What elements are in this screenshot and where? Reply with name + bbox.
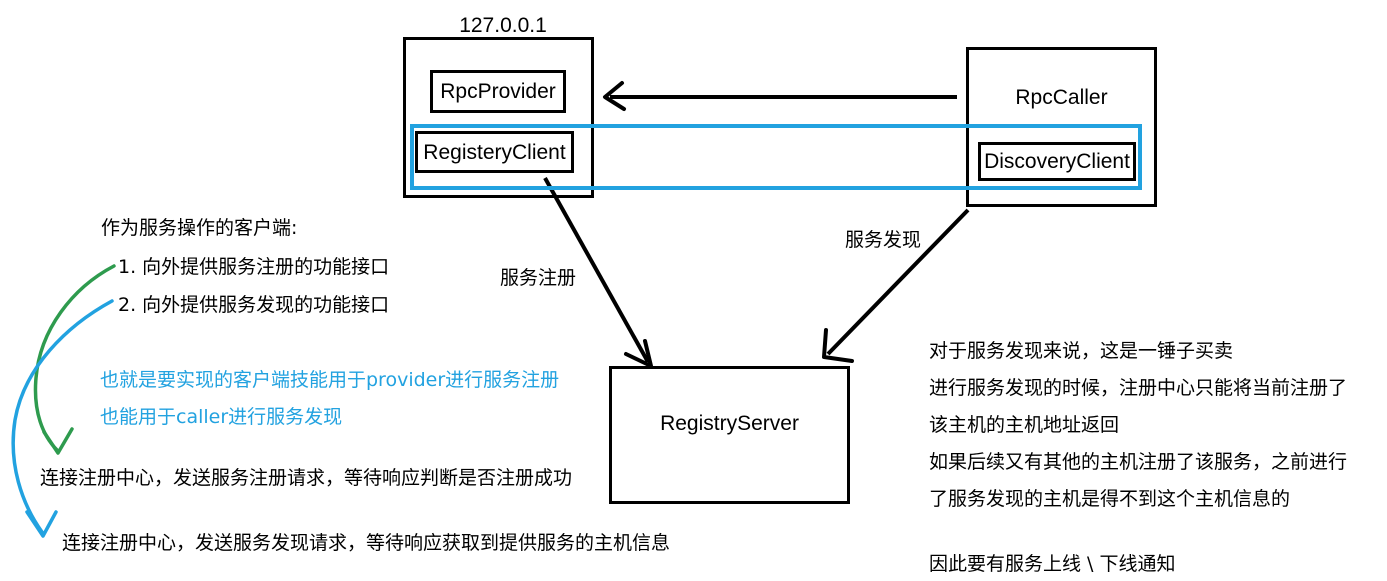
right-note-line-3: 该主机的主机地址返回 [929, 414, 1120, 436]
left-item-2: 2. 向外提供服务发现的功能接口 [118, 294, 390, 316]
rpc-provider-host-box[interactable] [403, 37, 594, 198]
right-note-line-5: 了服务发现的主机是得不到这个主机信息的 [929, 488, 1291, 510]
registery-client-label: RegisteryClient [423, 140, 566, 164]
left-item-1: 1. 向外提供服务注册的功能接口 [118, 256, 390, 278]
registery-client-box[interactable]: RegisteryClient [415, 131, 574, 173]
right-note-line-4: 如果后续又有其他的主机注册了该服务，之前进行 [929, 451, 1348, 473]
rpc-provider-box[interactable]: RpcProvider [430, 70, 566, 113]
register-flow-text: 连接注册中心，发送服务注册请求，等待响应判断是否注册成功 [40, 467, 573, 489]
discovery-client-box[interactable]: DiscoveryClient [978, 142, 1136, 181]
registry-server-label: RegistryServer [660, 412, 799, 435]
discovery-flow-text: 连接注册中心，发送服务发现请求，等待响应获取到提供服务的主机信息 [62, 532, 671, 554]
arrow-caller-to-provider [603, 81, 957, 111]
registry-server-box[interactable] [609, 366, 850, 504]
rpc-caller-label: RpcCaller [1015, 86, 1108, 109]
blue-note-line-2: 也能用于caller进行服务发现 [100, 406, 343, 428]
right-note-line-1: 对于服务发现来说，这是一锤子买卖 [929, 340, 1234, 362]
right-note-line-2: 进行服务发现的时候，注册中心只能将当前注册了 [929, 377, 1348, 399]
blue-note-line-1: 也就是要实现的客户端技能用于provider进行服务注册 [100, 369, 560, 391]
right-note-block: 对于服务发现来说，这是一锤子买卖 进行服务发现的时候，注册中心只能将当前注册了 … [929, 333, 1347, 518]
left-heading: 作为服务操作的客户端: [101, 217, 298, 239]
arrow-label-service-register: 服务注册 [500, 267, 577, 289]
arrow-label-service-discovery: 服务发现 [845, 229, 922, 251]
host-address-label: 127.0.0.1 [459, 14, 547, 37]
rpc-provider-label: RpcProvider [440, 80, 556, 103]
client-scope-highlight-rect [410, 124, 1142, 190]
right-note-footer: 因此要有服务上线 \ 下线通知 [929, 553, 1176, 575]
curve-discovery-blue [11, 299, 114, 538]
discovery-client-label: DiscoveryClient [984, 150, 1130, 173]
